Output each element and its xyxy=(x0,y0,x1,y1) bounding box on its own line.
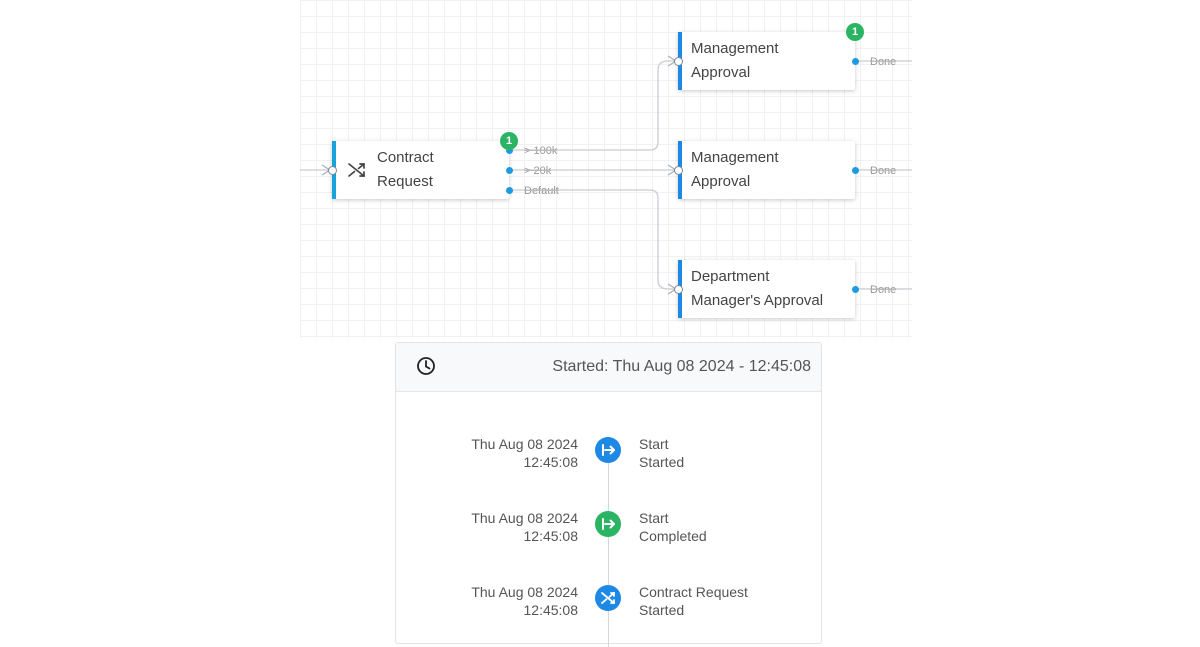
dept-input-port[interactable] xyxy=(674,285,683,294)
event-timestamp: Thu Aug 08 2024 12:45:08 xyxy=(471,436,578,470)
node-department-approval[interactable]: Department Manager's Approval xyxy=(678,260,855,318)
node-management-approval-1[interactable]: Management Approval xyxy=(678,32,855,90)
output-label-done-3: Done xyxy=(870,284,897,296)
mgmt1-input-port[interactable] xyxy=(674,57,683,66)
event-description: Contract Request Started xyxy=(639,584,748,618)
output-label-100k: > 100k xyxy=(524,145,558,157)
contract-output-port-20k[interactable] xyxy=(506,167,513,174)
start-icon xyxy=(595,437,621,463)
node-title: Management Approval xyxy=(691,40,779,81)
timeline-event: Thu Aug 08 2024 12:45:08 Start Started xyxy=(396,435,821,475)
contract-input-port[interactable] xyxy=(328,166,337,175)
event-description: Start Started xyxy=(639,436,685,470)
output-label-done-1: Done xyxy=(870,56,897,68)
shuffle-icon xyxy=(595,585,621,611)
event-timestamp: Thu Aug 08 2024 12:45:08 xyxy=(471,510,578,544)
node-title: Department Manager's Approval xyxy=(691,268,824,309)
start-icon xyxy=(595,511,621,537)
wire-100k xyxy=(510,60,678,151)
started-timestamp: Started: Thu Aug 08 2024 - 12:45:08 xyxy=(552,358,811,375)
timeline-header: Started: Thu Aug 08 2024 - 12:45:08 xyxy=(396,343,821,392)
contract-count-badge: 1 xyxy=(500,132,518,150)
node-title: Contract Request xyxy=(377,149,434,190)
timeline-event: Thu Aug 08 2024 12:45:08 Contract Reques… xyxy=(396,583,821,623)
mgmt1-output-port[interactable] xyxy=(852,58,859,65)
timeline-line xyxy=(608,447,609,647)
contract-output-port-100k[interactable] xyxy=(506,147,513,154)
output-label-20k: > 20k xyxy=(524,165,552,177)
output-label-default: Default xyxy=(524,185,559,197)
workflow-canvas[interactable]: Contract Request > 100k > 20k Default 1 … xyxy=(300,0,912,338)
node-management-approval-2[interactable]: Management Approval xyxy=(678,141,855,199)
wire-default xyxy=(510,189,678,290)
dept-output-port[interactable] xyxy=(852,286,859,293)
shuffle-icon xyxy=(348,163,365,177)
clock-icon xyxy=(417,357,435,375)
output-label-done-2: Done xyxy=(870,165,897,177)
contract-output-port-default[interactable] xyxy=(506,187,513,194)
event-timestamp: Thu Aug 08 2024 12:45:08 xyxy=(471,584,578,618)
event-description: Start Completed xyxy=(639,510,707,544)
mgmt2-input-port[interactable] xyxy=(674,166,683,175)
connection-wires xyxy=(300,55,912,295)
node-contract-request[interactable]: Contract Request xyxy=(332,141,509,199)
node-title: Management Approval xyxy=(691,149,779,190)
mgmt2-output-port[interactable] xyxy=(852,167,859,174)
mgmt1-count-badge: 1 xyxy=(846,23,864,41)
activity-timeline-panel: Started: Thu Aug 08 2024 - 12:45:08 Thu … xyxy=(395,342,822,647)
timeline-event: Thu Aug 08 2024 12:45:08 Start Completed xyxy=(396,509,821,549)
